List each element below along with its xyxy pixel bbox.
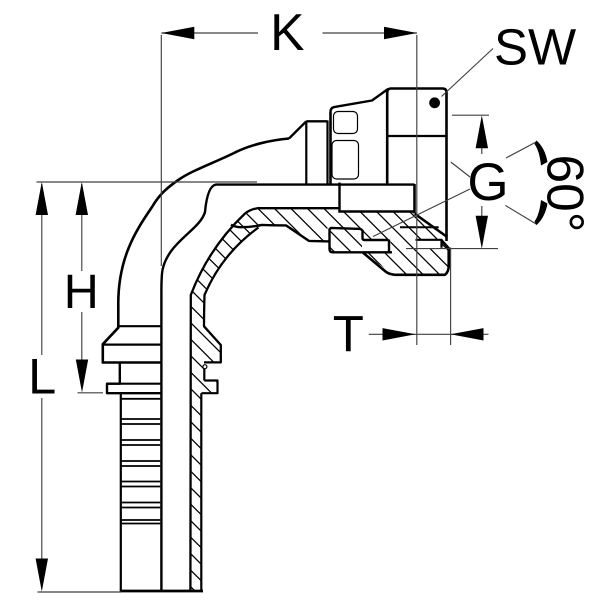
svg-text:H: H: [64, 265, 99, 319]
svg-text:T: T: [333, 306, 364, 363]
svg-text:L: L: [28, 347, 56, 404]
svg-text:K: K: [270, 3, 304, 61]
svg-text:G: G: [467, 153, 508, 212]
svg-text:SW: SW: [494, 19, 576, 76]
svg-text:60°: 60°: [537, 155, 595, 233]
